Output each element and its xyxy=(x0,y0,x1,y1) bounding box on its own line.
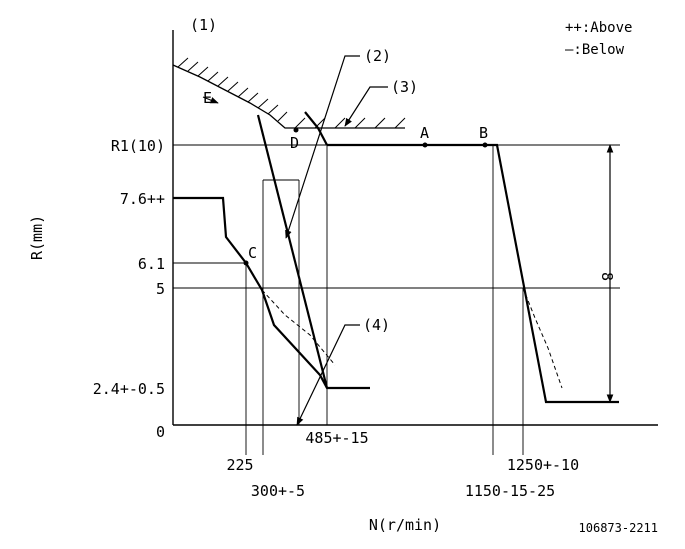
point-a-label: A xyxy=(420,124,429,142)
x-axis-title: N(r/min) xyxy=(369,516,441,534)
limit-line-d xyxy=(304,111,328,146)
axes xyxy=(172,30,658,426)
legend-below: —:Below xyxy=(565,42,625,58)
callout-3-arrow xyxy=(344,86,388,127)
y-tick-6-1: 6.1 xyxy=(138,255,165,273)
callout-4-arrow xyxy=(296,324,360,426)
point-b-marker xyxy=(482,142,488,148)
vertical-reference-lines xyxy=(245,145,524,455)
point-b-label: B xyxy=(479,124,488,142)
point-e-label: E xyxy=(203,89,212,107)
rated-line xyxy=(327,143,619,404)
corner-label: (1) xyxy=(190,16,217,34)
callout-arrows xyxy=(202,55,388,426)
x-tick-300: 300+-5 xyxy=(251,482,305,500)
characteristic-curves xyxy=(173,111,619,404)
hatch-marks xyxy=(177,57,406,129)
point-markers xyxy=(243,127,488,266)
dashed-curve-high xyxy=(522,287,563,389)
point-a-marker xyxy=(422,142,428,148)
x-tick-1150: 1150-15-25 xyxy=(465,482,555,500)
point-d-marker xyxy=(293,127,299,133)
text-labels: (1) ++:Above —:Below R(mm) R1(10) 7.6++ … xyxy=(28,16,658,535)
x-tick-225: 225 xyxy=(226,456,253,474)
x-tick-485: 485+-15 xyxy=(305,429,368,447)
hatched-curve xyxy=(172,64,405,129)
legend-above: ++:Above xyxy=(565,20,632,36)
y-tick-7-6: 7.6++ xyxy=(120,190,165,208)
x-tick-1250: 1250+-10 xyxy=(507,456,579,474)
point-c-marker xyxy=(243,260,249,266)
dashed-curve-low xyxy=(261,289,336,366)
callout-4: (4) xyxy=(363,316,390,334)
y-tick-r1: R1(10) xyxy=(111,137,165,155)
hatched-boundary xyxy=(172,57,406,129)
dimension-label: 8 xyxy=(598,272,616,281)
y-tick-5: 5 xyxy=(156,280,165,298)
point-c-label: C xyxy=(248,244,257,262)
drawing-number: 106873-2211 xyxy=(579,521,658,535)
callout-2: (2) xyxy=(364,47,391,65)
callout-2-arrow xyxy=(285,55,360,239)
y-axis-title: R(mm) xyxy=(28,215,46,260)
horizontal-reference-lines xyxy=(173,144,620,289)
pointer-e xyxy=(202,96,219,104)
y-tick-0: 0 xyxy=(156,423,165,441)
y-tick-2-4: 2.4+-0.5 xyxy=(93,380,165,398)
callout-3: (3) xyxy=(391,78,418,96)
point-d-label: D xyxy=(290,134,299,152)
full-load-curve xyxy=(173,196,370,390)
idle-control-line xyxy=(256,114,329,389)
